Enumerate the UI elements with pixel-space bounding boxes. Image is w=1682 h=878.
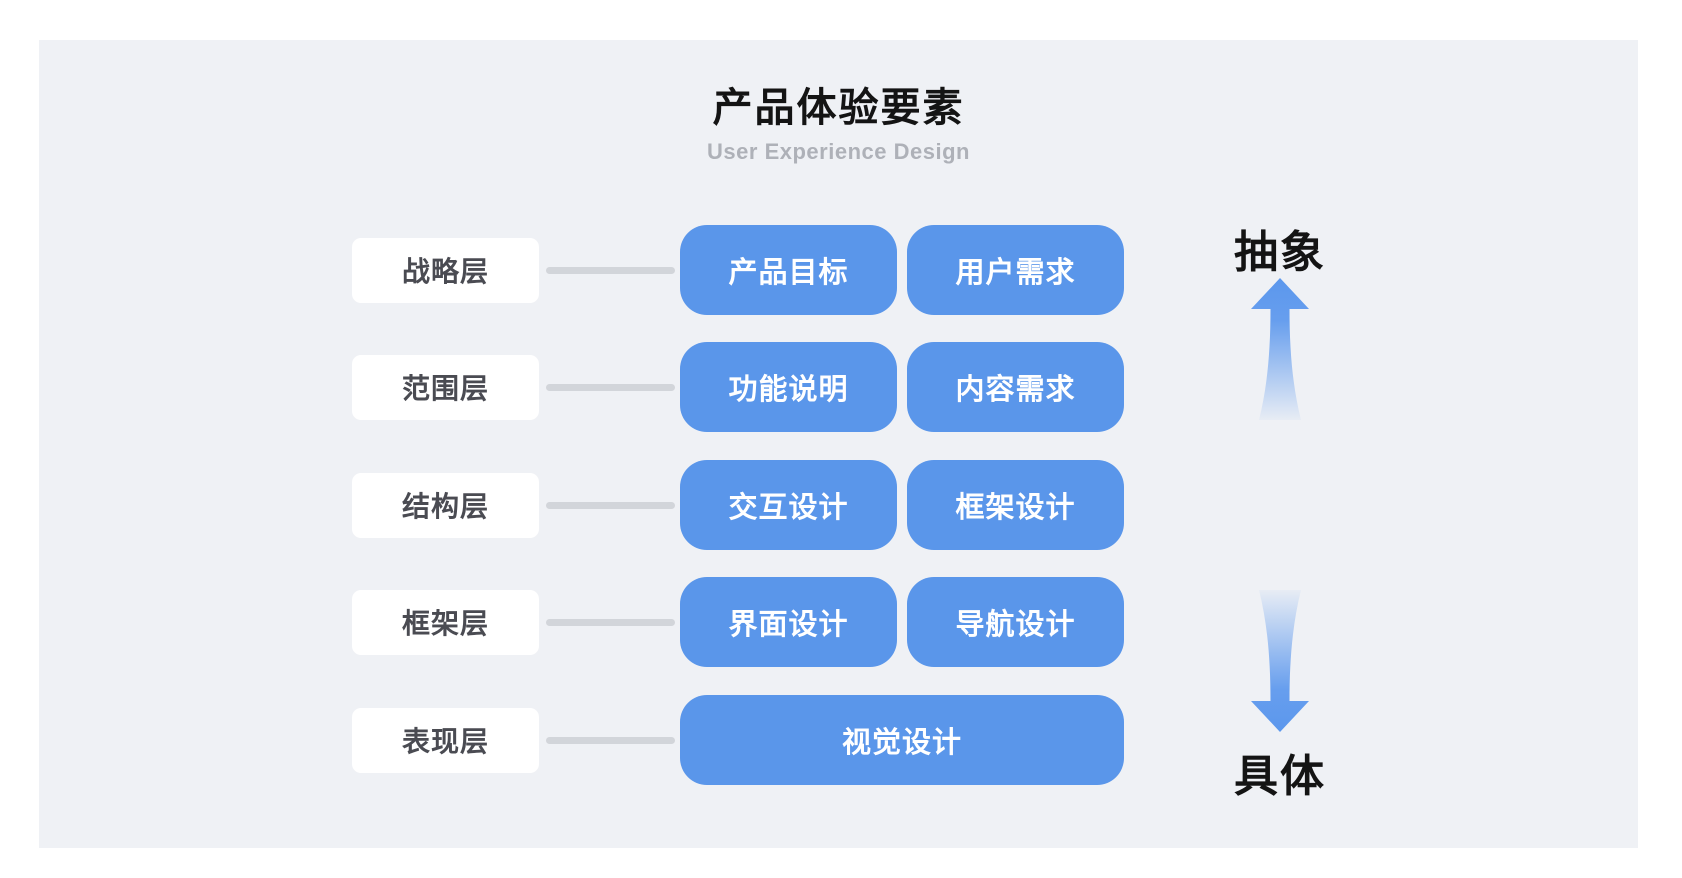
element-boxes: 视觉设计 bbox=[680, 695, 1124, 785]
layer-label: 表现层 bbox=[352, 707, 539, 773]
element-box: 导航设计 bbox=[907, 577, 1124, 667]
connector-line bbox=[546, 266, 675, 274]
element-boxes: 交互设计 框架设计 bbox=[680, 460, 1124, 550]
layer-row-structure: 结构层 交互设计 框架设计 bbox=[352, 460, 1124, 550]
connector-line bbox=[546, 383, 675, 391]
connector-line bbox=[546, 618, 675, 626]
element-box: 用户需求 bbox=[907, 225, 1124, 315]
concrete-label: 具体 bbox=[1234, 752, 1326, 801]
layer-row-strategy: 战略层 产品目标 用户需求 bbox=[352, 225, 1124, 315]
element-boxes: 界面设计 导航设计 bbox=[680, 577, 1124, 667]
connector-line bbox=[546, 501, 675, 509]
page-subtitle: User Experience Design bbox=[707, 139, 970, 164]
layer-label: 范围层 bbox=[352, 354, 539, 420]
element-boxes: 产品目标 用户需求 bbox=[680, 225, 1124, 315]
layer-row-scope: 范围层 功能说明 内容需求 bbox=[352, 342, 1124, 432]
element-box: 交互设计 bbox=[680, 460, 897, 550]
layer-row-skeleton: 框架层 界面设计 导航设计 bbox=[352, 577, 1124, 667]
arrow-up-icon bbox=[1251, 278, 1309, 420]
element-box: 视觉设计 bbox=[680, 695, 1124, 785]
abstract-label: 抽象 bbox=[1234, 228, 1326, 277]
header: 产品体验要素 User Experience Design bbox=[39, 86, 1638, 165]
layer-row-surface: 表现层 视觉设计 bbox=[352, 695, 1124, 785]
layer-label: 结构层 bbox=[352, 472, 539, 538]
element-box: 功能说明 bbox=[680, 342, 897, 432]
diagram-panel: 产品体验要素 User Experience Design 战略层 产品目标 用… bbox=[39, 40, 1638, 848]
page-title: 产品体验要素 bbox=[712, 86, 965, 130]
element-boxes: 功能说明 内容需求 bbox=[680, 342, 1124, 432]
arrow-down-icon bbox=[1251, 590, 1309, 732]
connector-line bbox=[546, 736, 675, 744]
layer-label: 战略层 bbox=[352, 237, 539, 303]
layer-label: 框架层 bbox=[352, 589, 539, 655]
element-box: 框架设计 bbox=[907, 460, 1124, 550]
element-box: 界面设计 bbox=[680, 577, 897, 667]
element-box: 内容需求 bbox=[907, 342, 1124, 432]
element-box: 产品目标 bbox=[680, 225, 897, 315]
